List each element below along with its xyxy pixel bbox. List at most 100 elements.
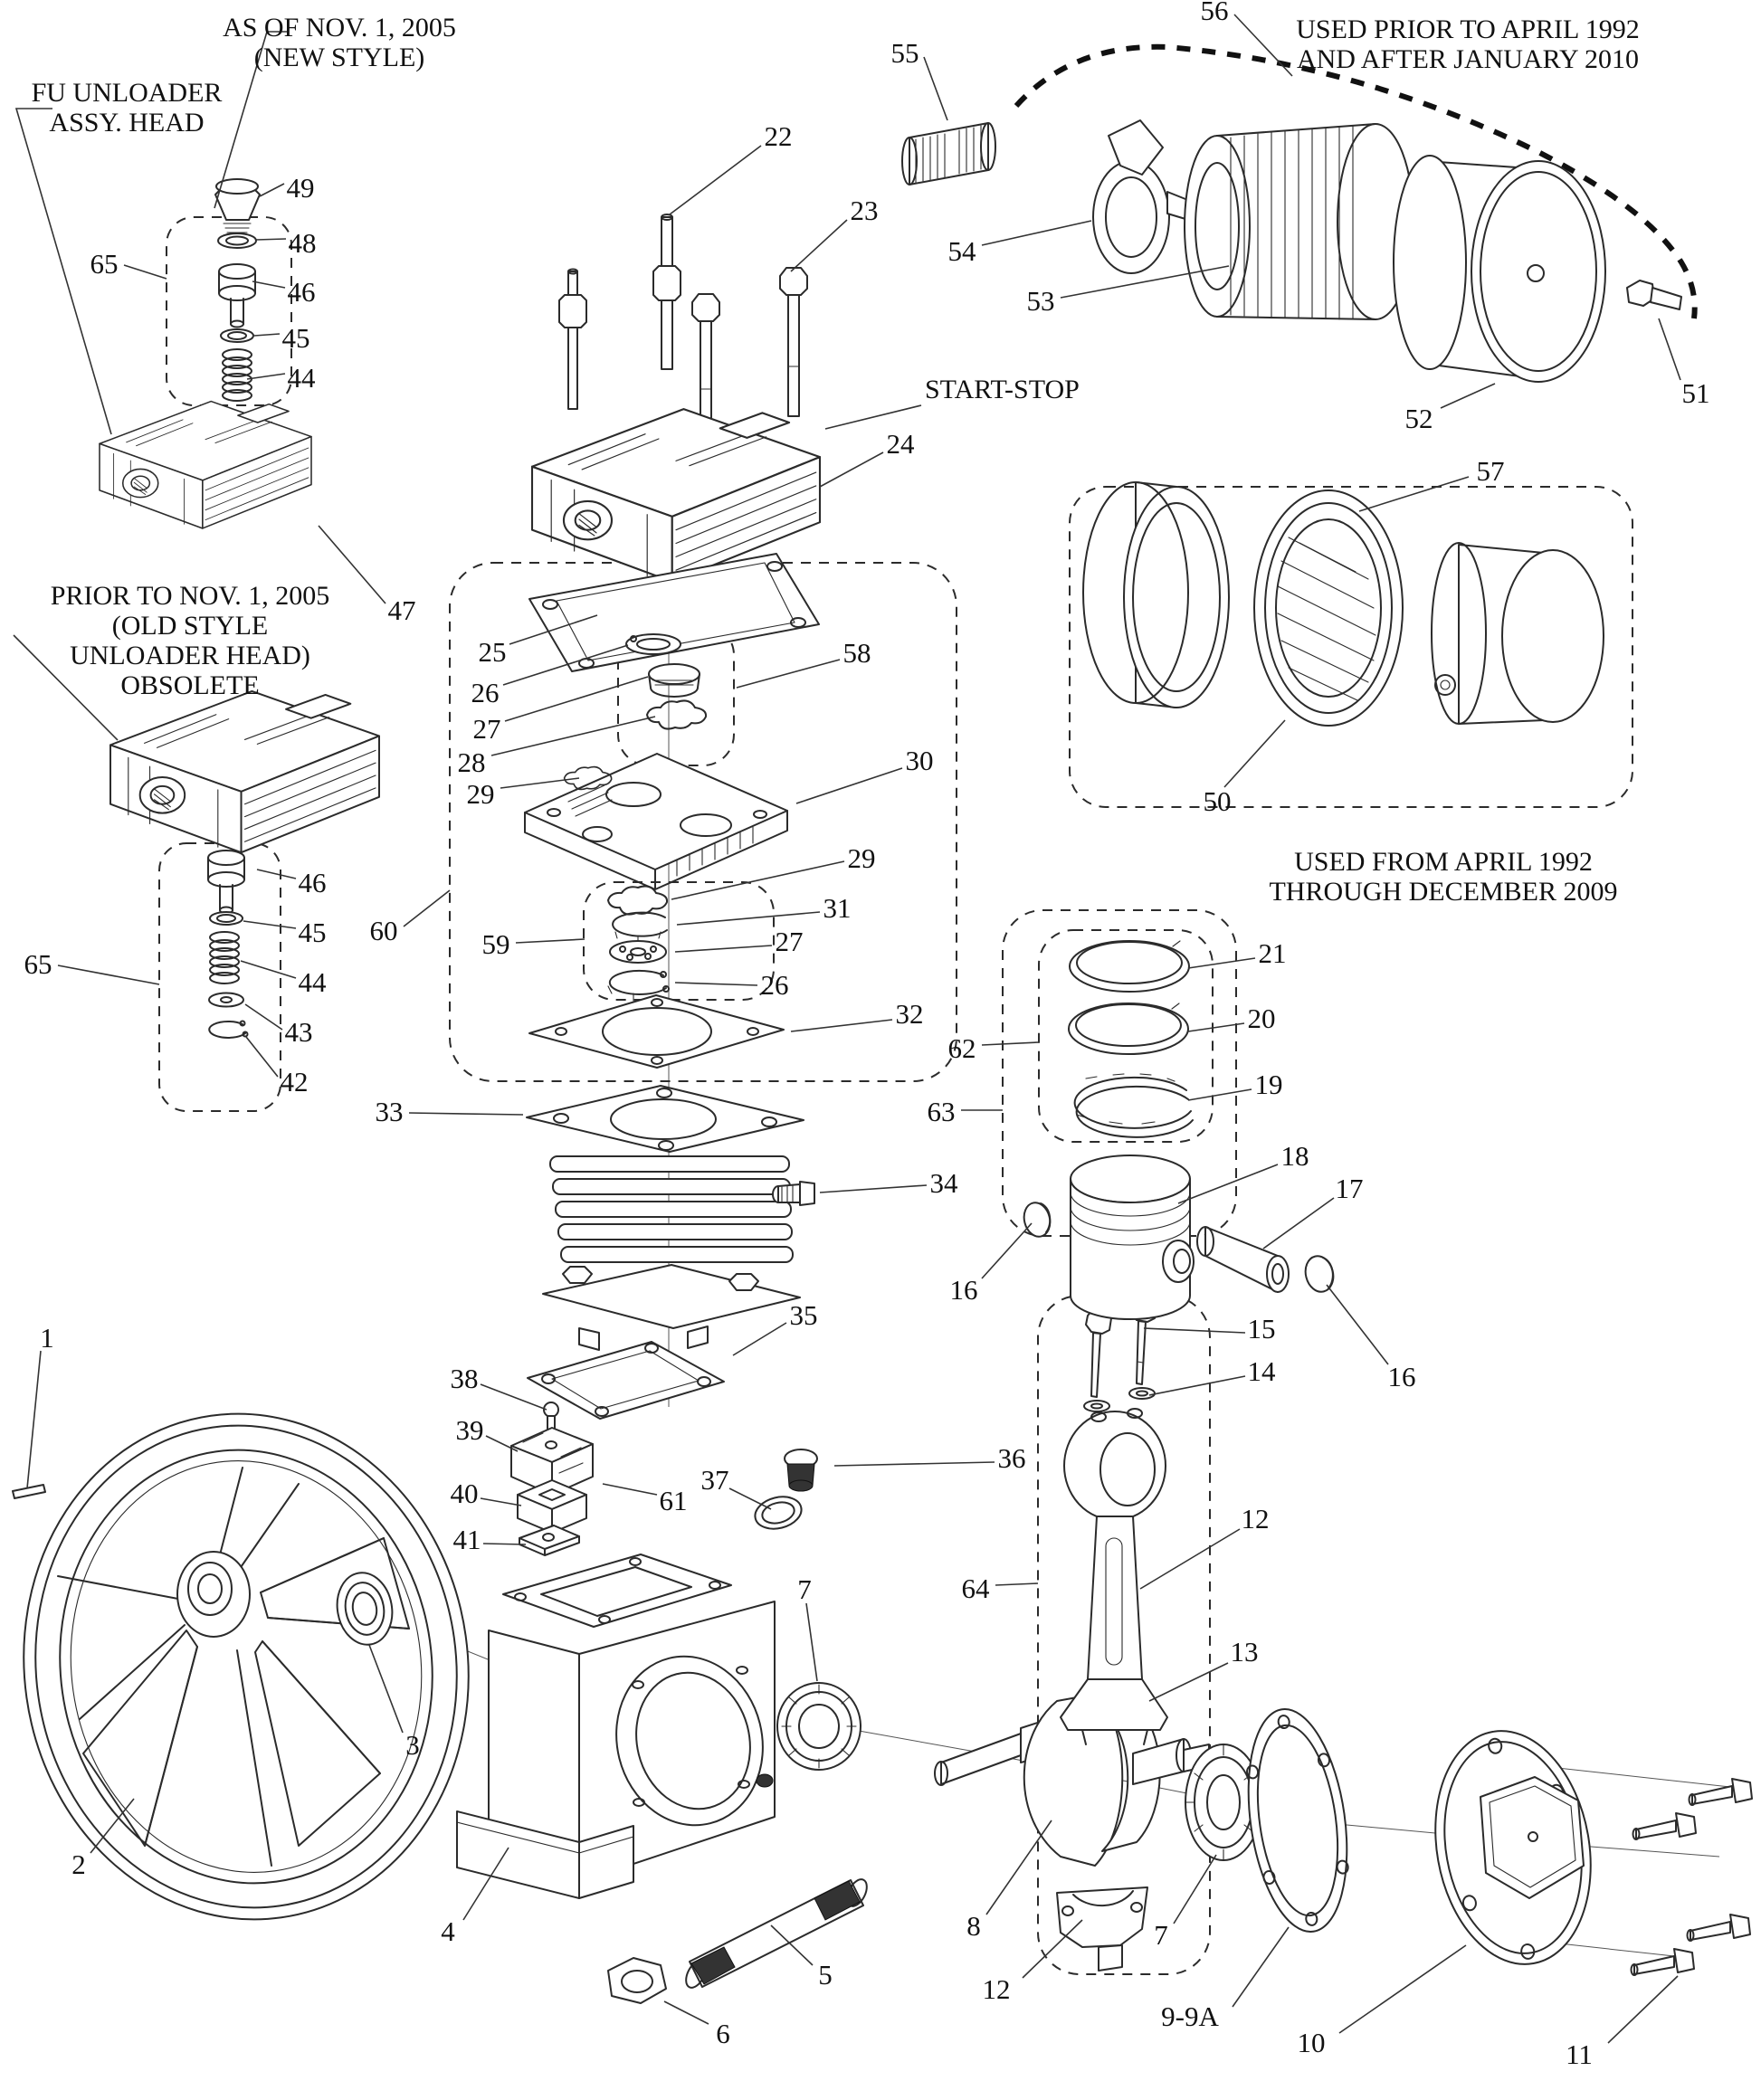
valve-plate-30-part [524, 753, 788, 890]
annotation-as-of-nov: AS OF NOV. 1, 2005(NEW STYLE) [223, 13, 456, 72]
bolt-part [691, 293, 720, 444]
callout-label-28: 28 [458, 746, 486, 778]
leader-line [671, 860, 845, 900]
snap-ring-42-part [208, 1020, 249, 1039]
leader-line [253, 333, 281, 337]
filter-grille-part [1253, 489, 1404, 727]
spring-washer-31-part [612, 911, 668, 944]
cover-bolts-11-parts [1630, 1778, 1753, 1976]
leader-line [1143, 1327, 1246, 1334]
leader-line [674, 945, 773, 953]
callout-label-36: 36 [998, 1442, 1026, 1474]
unloader-head-new-part [99, 400, 312, 529]
leader-line [1187, 1088, 1252, 1101]
piston-18-part [1070, 1155, 1195, 1320]
head-gasket-25-part [528, 553, 820, 672]
bearing-cover-10-part [1434, 1730, 1592, 1965]
callout-label-64: 64 [962, 1573, 991, 1604]
valve-disc-27-part [609, 940, 667, 964]
callout-label-16: 16 [1388, 1361, 1416, 1392]
callout-label-32: 32 [896, 998, 924, 1030]
callout-label-26: 26 [761, 969, 789, 1001]
callout-label-46: 46 [288, 276, 316, 308]
leader-line [819, 1184, 928, 1193]
ring-21-part [1069, 940, 1190, 993]
leader-line [57, 964, 160, 985]
leader-line [819, 451, 884, 488]
leader-line [1233, 14, 1293, 77]
nipple-55-part [901, 122, 996, 185]
leader-line [1326, 1284, 1389, 1365]
leader-line [736, 659, 841, 689]
bearing-7-left-part [776, 1682, 861, 1771]
callout-label-45: 45 [282, 322, 310, 354]
callout-label-55: 55 [891, 37, 919, 69]
leader-line [602, 1483, 658, 1496]
callout-label-19: 19 [1255, 1069, 1283, 1100]
callout-label-47: 47 [388, 594, 416, 626]
callout-label-52: 52 [1405, 403, 1433, 434]
oring-45-part [220, 328, 254, 343]
callout-label-29: 29 [848, 842, 876, 874]
leader-line [1060, 265, 1230, 299]
retainer-26-part [607, 969, 670, 1002]
oring-37-part [754, 1496, 803, 1530]
callout-label-57: 57 [1477, 455, 1505, 487]
stud-23-part [652, 214, 681, 370]
valve-small-parts-upper [625, 633, 708, 730]
callout-label-21: 21 [1259, 937, 1287, 969]
callout-label-8: 8 [966, 1910, 981, 1942]
callout-label-29: 29 [467, 778, 495, 810]
leader-line [1658, 318, 1681, 381]
oil-seal-3-part [336, 1572, 394, 1646]
callout-label-37: 37 [701, 1464, 729, 1496]
leader-line [1358, 476, 1470, 512]
seal-ring-48-part [217, 233, 257, 249]
leader-line [318, 525, 386, 604]
callout-label-41: 41 [453, 1524, 481, 1555]
dotted-line-56 [1014, 43, 1698, 319]
retainer-26-part [625, 633, 681, 655]
leader-line [1187, 957, 1256, 969]
callout-label-5: 5 [818, 1959, 833, 1991]
leader-line [246, 373, 286, 380]
callout-label-25: 25 [479, 636, 507, 668]
kit-65-old-box [158, 842, 281, 1112]
leader-line [824, 404, 922, 430]
leader-line [403, 889, 451, 927]
filter-element-53-part [1184, 123, 1414, 320]
callout-label-16: 16 [950, 1274, 978, 1306]
callout-label-50: 50 [1204, 785, 1232, 817]
leader-line [790, 219, 848, 272]
callout-label-1: 1 [40, 1322, 54, 1354]
callout-label-34: 34 [930, 1167, 959, 1199]
callout-label-10: 10 [1298, 2027, 1326, 2058]
fitting-34-part [772, 1181, 815, 1206]
base-gasket-35-part [527, 1341, 725, 1420]
leader-line [244, 1003, 283, 1031]
key-1-part [12, 1484, 46, 1499]
kit-59-box [583, 881, 775, 1001]
kit-57-box [1069, 486, 1633, 808]
leader-line [732, 1322, 787, 1356]
kit-60-box [449, 562, 957, 1082]
oring-45-part [209, 911, 243, 926]
reed-29-part [607, 885, 669, 916]
leader-line [833, 1461, 995, 1467]
callout-label-39: 39 [456, 1414, 484, 1446]
leader-line [480, 1383, 547, 1411]
unloader-head-old-part [109, 689, 380, 854]
callout-label-59: 59 [482, 928, 510, 960]
callout-label-53: 53 [1027, 285, 1055, 317]
leader-line [13, 634, 119, 741]
callout-label-6: 6 [716, 2018, 730, 2049]
piston-rings-parts [1068, 940, 1194, 1138]
callout-label-30: 30 [906, 745, 934, 776]
filter-band-50-part [1082, 481, 1230, 708]
leader-line [1173, 1854, 1217, 1924]
leader-line [1148, 1662, 1229, 1702]
